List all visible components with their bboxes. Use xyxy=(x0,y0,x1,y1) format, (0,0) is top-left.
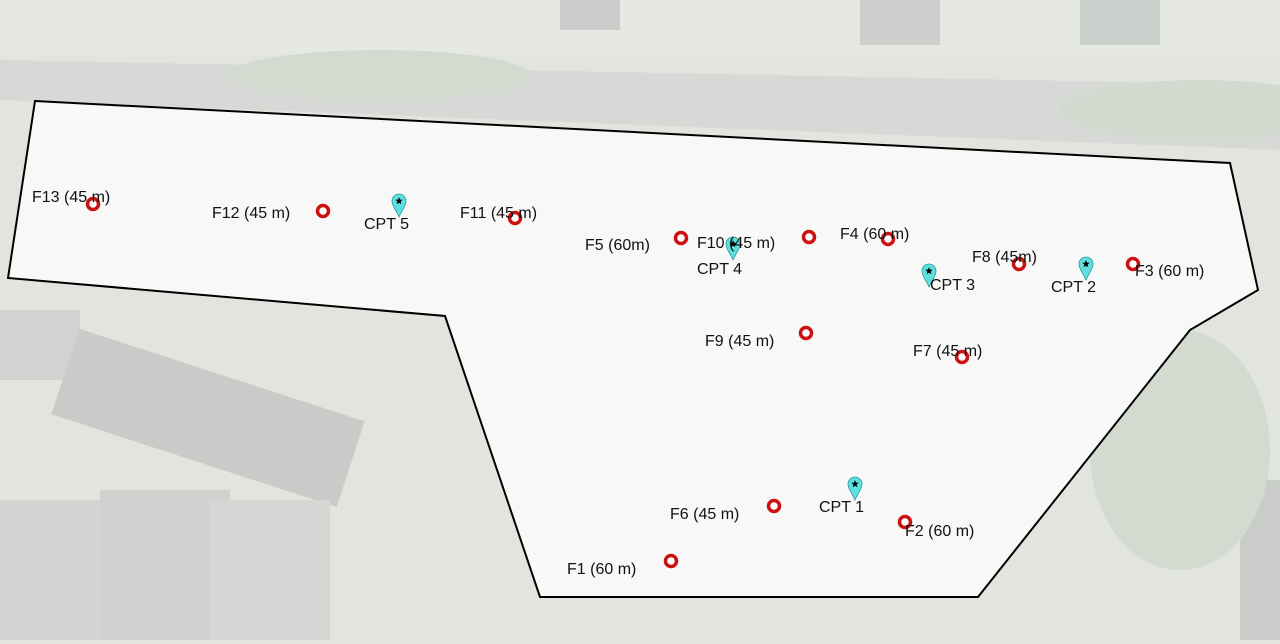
cpt-label: CPT 4 xyxy=(697,261,743,278)
borehole-label: F4 (60 m) xyxy=(840,226,910,243)
borehole-marker-icon[interactable] xyxy=(798,325,814,341)
star-icon xyxy=(851,480,859,488)
cpt-pin-icon[interactable] xyxy=(725,236,741,262)
borehole-marker-icon[interactable] xyxy=(673,230,689,246)
borehole-marker-icon[interactable] xyxy=(663,553,679,569)
borehole-label: F10 (45 m) xyxy=(697,235,776,252)
borehole-marker-icon[interactable] xyxy=(507,210,523,226)
borehole-label: F5 (60m) xyxy=(585,237,650,254)
cpt-label: CPT 5 xyxy=(364,216,410,233)
borehole-label: F7 (45 m) xyxy=(913,343,983,360)
borehole-marker-icon[interactable] xyxy=(315,203,331,219)
borehole-label: F9 (45 m) xyxy=(705,333,775,350)
borehole-marker-icon[interactable] xyxy=(954,349,970,365)
borehole-marker-icon[interactable] xyxy=(1011,256,1027,272)
cpt-pin-icon[interactable] xyxy=(391,193,407,219)
star-icon xyxy=(729,240,737,248)
cpt-pin-icon[interactable] xyxy=(1078,256,1094,282)
cpt-label: CPT 2 xyxy=(1051,279,1097,296)
site-boundary xyxy=(6,99,1260,598)
borehole-label: F6 (45 m) xyxy=(670,506,740,523)
star-icon xyxy=(925,267,933,275)
borehole-marker-icon[interactable] xyxy=(801,229,817,245)
star-icon xyxy=(395,197,403,205)
borehole-label: F11 (45 m) xyxy=(460,205,538,222)
borehole-label: F2 (60 m) xyxy=(905,523,975,540)
borehole-label: F13 (45 m) xyxy=(32,189,111,206)
borehole-label: F3 (60 m) xyxy=(1135,263,1205,280)
cpt-pin-icon[interactable] xyxy=(847,476,863,502)
borehole-label: F1 (60 m) xyxy=(567,561,637,578)
star-icon xyxy=(1082,260,1090,268)
borehole-label: F8 (45m) xyxy=(972,249,1037,266)
cpt-pin-icon[interactable] xyxy=(921,263,937,289)
borehole-label: F12 (45 m) xyxy=(212,205,291,222)
cpt-label: CPT 1 xyxy=(819,499,865,516)
cpt-label: CPT 3 xyxy=(930,277,976,294)
borehole-marker-icon[interactable] xyxy=(85,196,101,212)
borehole-marker-icon[interactable] xyxy=(766,498,782,514)
borehole-marker-icon[interactable] xyxy=(880,231,896,247)
borehole-marker-icon[interactable] xyxy=(1125,256,1141,272)
borehole-marker-icon[interactable] xyxy=(897,514,913,530)
